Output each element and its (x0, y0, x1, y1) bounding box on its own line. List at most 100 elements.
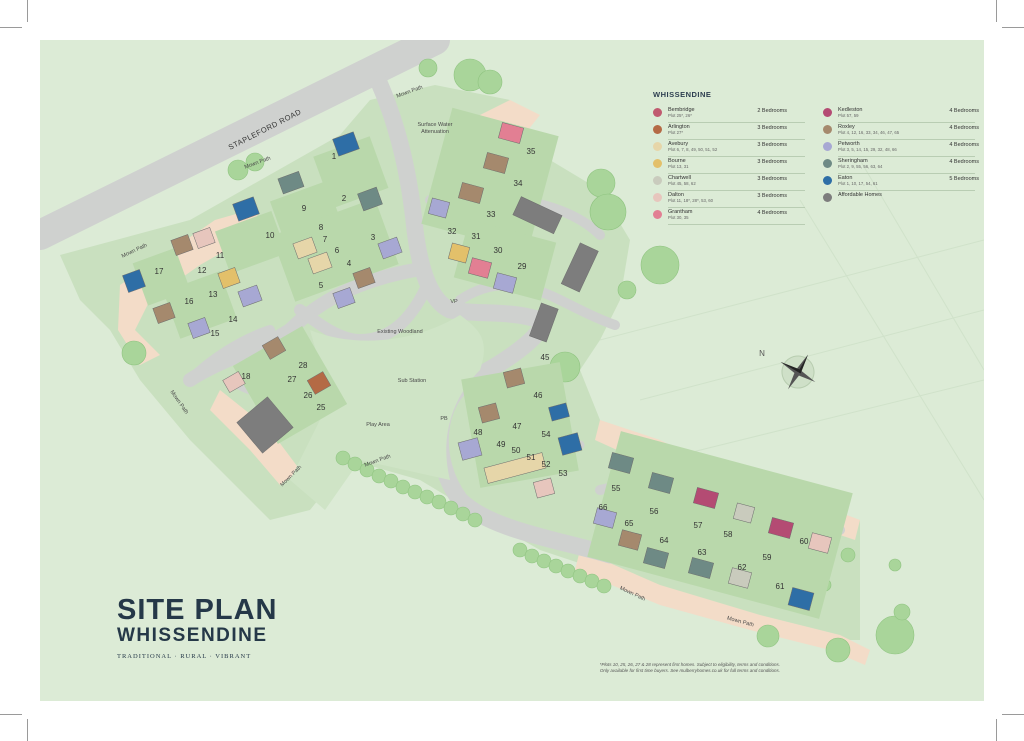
plot-number: 48 (474, 428, 483, 437)
footnote: *Plots 10, 25, 26, 27 & 28 represent fir… (510, 662, 780, 674)
plot-number: 62 (738, 563, 747, 572)
house-group-south (592, 452, 833, 611)
plot-number: 25 (317, 403, 326, 412)
house-type-name: Kedleston (838, 107, 863, 113)
legend-title: WHISSENDINE (653, 90, 712, 99)
house-type-bedrooms: 4 Bedrooms (949, 142, 979, 148)
footnote-line: Only available for first time buyers. Se… (599, 668, 780, 673)
crop-mark (1002, 27, 1024, 28)
plot-number: 50 (512, 446, 521, 455)
house-type-plots: Plot 13, 31 (668, 164, 689, 169)
site-plan-map: 1 2 3 4 5 6 7 8 9 10 11 12 13 14 15 16 1… (40, 40, 984, 665)
house-type-plots: Plot 3, 5, 14, 15, 29, 32, 48, 66 (838, 147, 897, 152)
house-type-bedrooms: 4 Bedrooms (757, 210, 787, 216)
plot-number: 11 (216, 251, 225, 260)
house-group-north (122, 131, 403, 339)
plot-number: 54 (542, 430, 551, 439)
house-type-bedrooms: 4 Bedrooms (949, 125, 979, 131)
compass-rose (780, 354, 816, 390)
plot-number: 17 (155, 267, 164, 276)
plot-number: 52 (542, 460, 551, 469)
crop-mark (27, 0, 28, 22)
crop-mark (996, 719, 997, 741)
legend-swatch (823, 108, 832, 117)
compass-north-label: N (759, 349, 765, 358)
house-type-bedrooms: 4 Bedrooms (949, 108, 979, 114)
house-type-bedrooms: 3 Bedrooms (757, 176, 787, 182)
house-type-plots: Plot 11, 18*, 28*, 53, 60 (668, 198, 714, 203)
house-type-name: Arlington (668, 124, 690, 130)
plot-number: 28 (299, 361, 308, 370)
plot-number: 8 (319, 223, 324, 232)
legend-item: Affordable Homes (823, 192, 983, 209)
house-type-plots: Plot 57, 59 (838, 113, 859, 118)
legend-swatch (653, 125, 662, 134)
crop-mark (1002, 714, 1024, 715)
legend-swatch (823, 125, 832, 134)
page-title: SITE PLAN (117, 594, 278, 626)
legend-swatch (653, 108, 662, 117)
house-type-bedrooms: 2 Bedrooms (757, 108, 787, 114)
plot-number: 35 (527, 147, 536, 156)
house-type-bedrooms: 3 Bedrooms (757, 125, 787, 131)
plot-number: 1 (332, 152, 337, 161)
house-type-plots: Plot 30, 35 (668, 215, 689, 220)
plot-number: 58 (724, 530, 733, 539)
existing-woodland-label: Existing Woodland (377, 329, 422, 335)
house-type-name: Sheringham (838, 158, 868, 164)
plot-number: 31 (472, 232, 481, 241)
house-type-plots: Plot 6, 7, 8, 49, 50, 51, 52 (668, 147, 718, 152)
plot-number: 6 (335, 246, 340, 255)
house-type-plots: Plot 25*, 26* (668, 113, 692, 118)
house-type-bedrooms: 3 Bedrooms (757, 159, 787, 165)
plot-number: 2 (342, 194, 347, 203)
plot-number: 60 (800, 537, 809, 546)
plot-number: 12 (198, 266, 207, 275)
plot-number: 9 (302, 204, 307, 213)
legend-swatch (823, 193, 832, 202)
attenuation-label: Attenuation (421, 129, 449, 135)
plot-number: 33 (487, 210, 496, 219)
site-plan-sheet: 1 2 3 4 5 6 7 8 9 10 11 12 13 14 15 16 1… (40, 40, 984, 701)
plot-number: 59 (763, 553, 772, 562)
house-type-name: Dalton (668, 192, 684, 198)
footnote-line: *Plots 10, 25, 26, 27 & 28 represent fir… (599, 662, 780, 667)
sub-station-label: Sub Station (398, 378, 426, 384)
house-type-plots: Plot 45, 58, 62 (668, 181, 696, 186)
house-type-name: Petworth (838, 141, 860, 147)
house-type-name: Roxley (838, 124, 855, 130)
plot-number: 57 (694, 521, 703, 530)
play-area-label: Play Area (366, 422, 390, 428)
plot-number: 45 (541, 353, 550, 362)
legend-swatch (653, 142, 662, 151)
plot-number: 34 (514, 179, 523, 188)
plot-number: 10 (266, 231, 275, 240)
house-type-bedrooms: 3 Bedrooms (757, 142, 787, 148)
plot-number: 14 (229, 315, 238, 324)
house-type-name: Affordable Homes (838, 192, 882, 198)
plot-number: 16 (185, 297, 194, 306)
plot-number: 51 (527, 453, 536, 462)
plot-number: 5 (319, 281, 324, 290)
plot-number: 32 (448, 227, 457, 236)
plot-number: 7 (323, 235, 328, 244)
plot-number: 30 (494, 246, 503, 255)
legend-swatch (653, 159, 662, 168)
plot-number: 29 (518, 262, 527, 271)
house-group-east (427, 122, 599, 343)
legend-swatch (823, 159, 832, 168)
legend-swatch (653, 210, 662, 219)
legend-swatch (823, 176, 832, 185)
crop-mark (27, 719, 28, 741)
legend-swatch (653, 193, 662, 202)
legend-swatch (823, 142, 832, 151)
plot-number: 18 (242, 372, 251, 381)
